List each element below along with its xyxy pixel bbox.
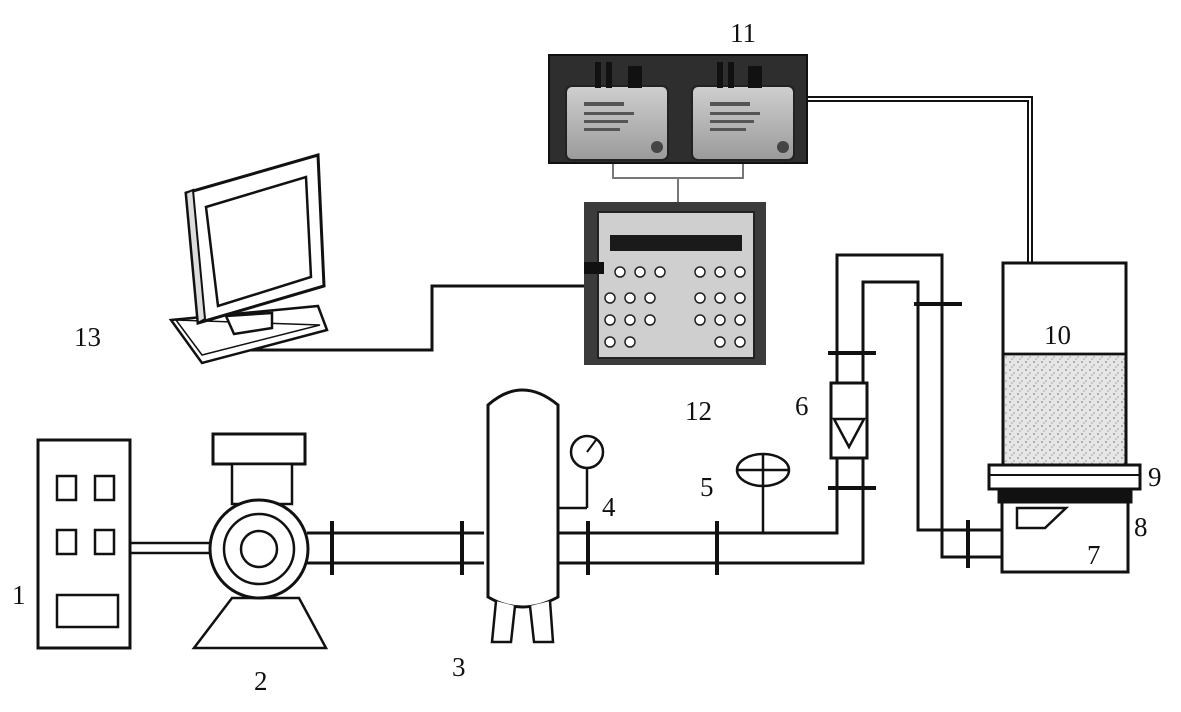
label-3: 3: [452, 652, 466, 682]
sensor-cable: [806, 100, 1029, 263]
label-11: 11: [730, 18, 756, 48]
pipe-pump-to-tank: [307, 521, 484, 575]
label-8: 8: [1134, 512, 1148, 542]
data-cable: [231, 284, 589, 352]
control-cabinet: [36, 438, 132, 650]
label-2: 2: [254, 666, 268, 696]
pipe-to-column: [835, 253, 1036, 568]
soil-column: [1001, 261, 1128, 467]
flange: [987, 463, 1142, 491]
data-acquisition-photo: [584, 202, 766, 365]
valve: [735, 452, 791, 533]
label-6: 6: [795, 391, 809, 421]
computer-monitor: [168, 153, 329, 365]
flowmeter: [828, 351, 876, 490]
label-5: 5: [700, 472, 714, 502]
pump: [191, 432, 329, 650]
label-13: 13: [74, 322, 101, 352]
signal-amplifier-photo: [548, 54, 808, 164]
pressure-gauge: [559, 434, 605, 510]
label-12: 12: [685, 396, 712, 426]
amplifier-link: [612, 163, 744, 179]
inlet-chamber: [1000, 498, 1130, 574]
label-4: 4: [602, 492, 616, 522]
label-1: 1: [12, 580, 26, 610]
pressure-tank: [486, 388, 560, 644]
sensor-cable: [806, 96, 1033, 263]
label-9: 9: [1148, 462, 1162, 492]
label-10: 10: [1044, 320, 1071, 350]
label-7: 7: [1087, 540, 1101, 570]
pipe-tank-to-flowmeter: [558, 458, 865, 575]
